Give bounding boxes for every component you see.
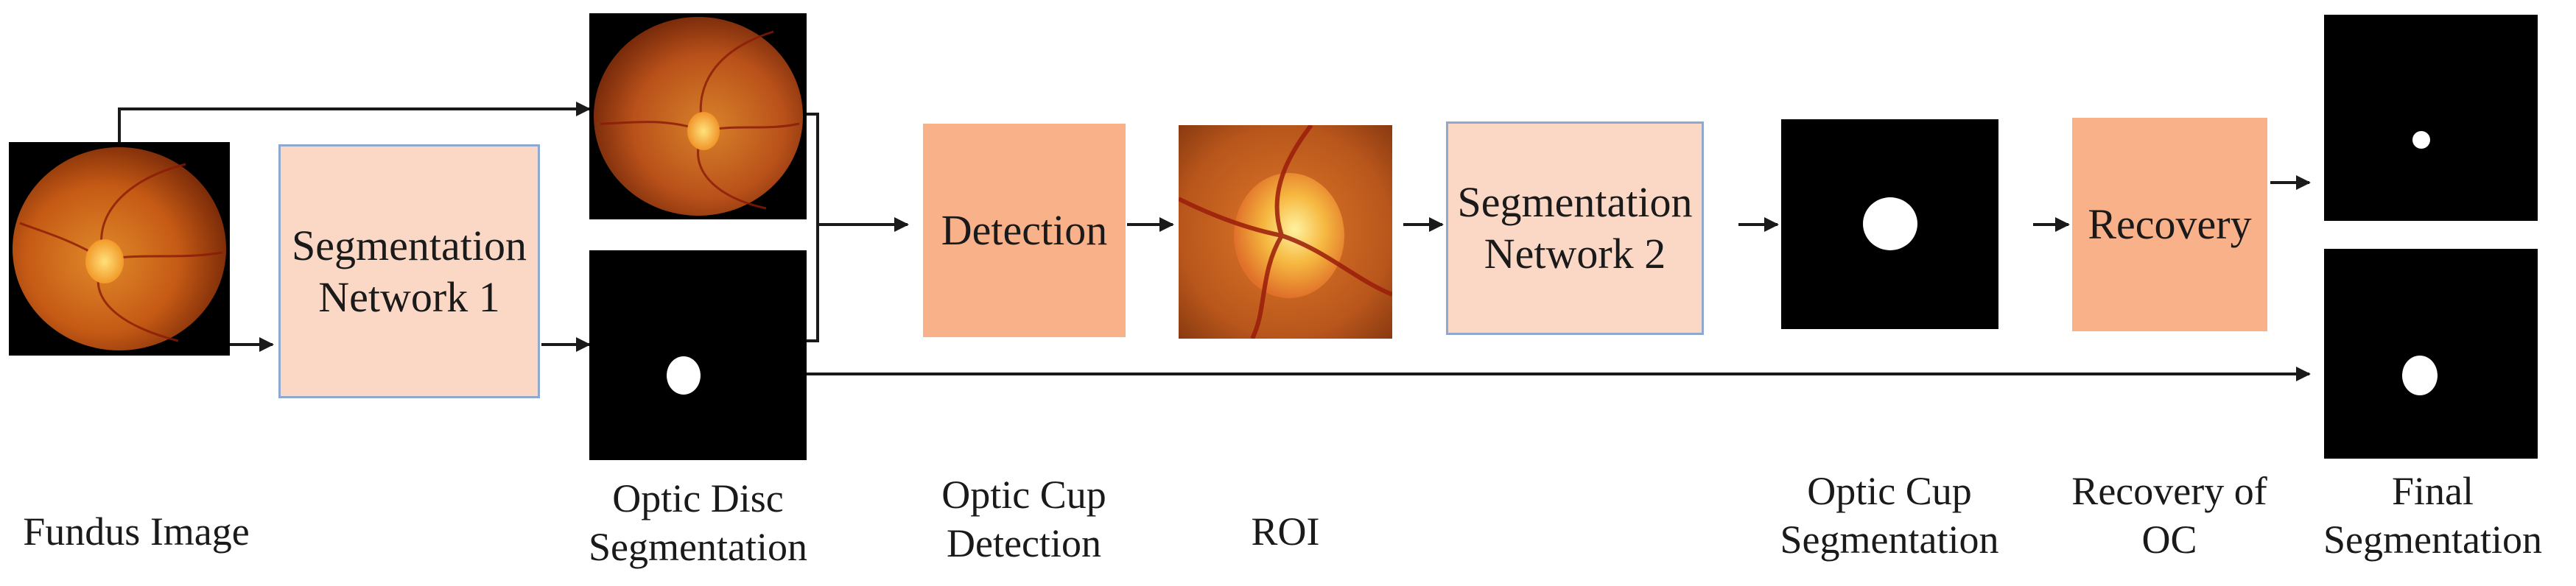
segmentation-network-1-label: Segmentation Network 1 — [292, 221, 527, 321]
caption-final-segmentation: Final Segmentation — [2323, 469, 2542, 562]
caption-roi: ROI — [1251, 509, 1320, 554]
caption-recovery-of-oc: Recovery of OC — [2071, 469, 2267, 562]
detection-box: Detection — [923, 124, 1126, 337]
optic-cup-mask — [1781, 119, 1998, 329]
segmentation-network-1-box: Segmentation Network 1 — [278, 144, 540, 398]
final-disc-mask — [2324, 249, 2538, 459]
roi-image — [1179, 125, 1392, 339]
fundus-image — [9, 142, 230, 356]
caption-fundus-image: Fundus Image — [23, 509, 250, 554]
merge-copy-line — [807, 113, 819, 225]
caption-optic-cup-detection: Optic Cup Detection — [941, 473, 1106, 565]
arrow-fundus-to-copy — [118, 102, 591, 142]
caption-optic-disc-segmentation: Optic Disc Segmentation — [589, 476, 807, 569]
caption-optic-cup-segmentation: Optic Cup Segmentation — [1780, 469, 1999, 562]
optic-disc-mask — [589, 250, 807, 460]
segmentation-network-2-label: Segmentation Network 2 — [1457, 178, 1693, 278]
recovery-box: Recovery — [2072, 118, 2267, 331]
segmentation-network-2-box: Segmentation Network 2 — [1446, 121, 1704, 335]
merge-mask-line — [807, 225, 819, 342]
final-cup-mask — [2324, 15, 2538, 221]
detection-label: Detection — [941, 206, 1108, 255]
fundus-image-copy — [589, 13, 807, 219]
recovery-label: Recovery — [2088, 200, 2252, 249]
